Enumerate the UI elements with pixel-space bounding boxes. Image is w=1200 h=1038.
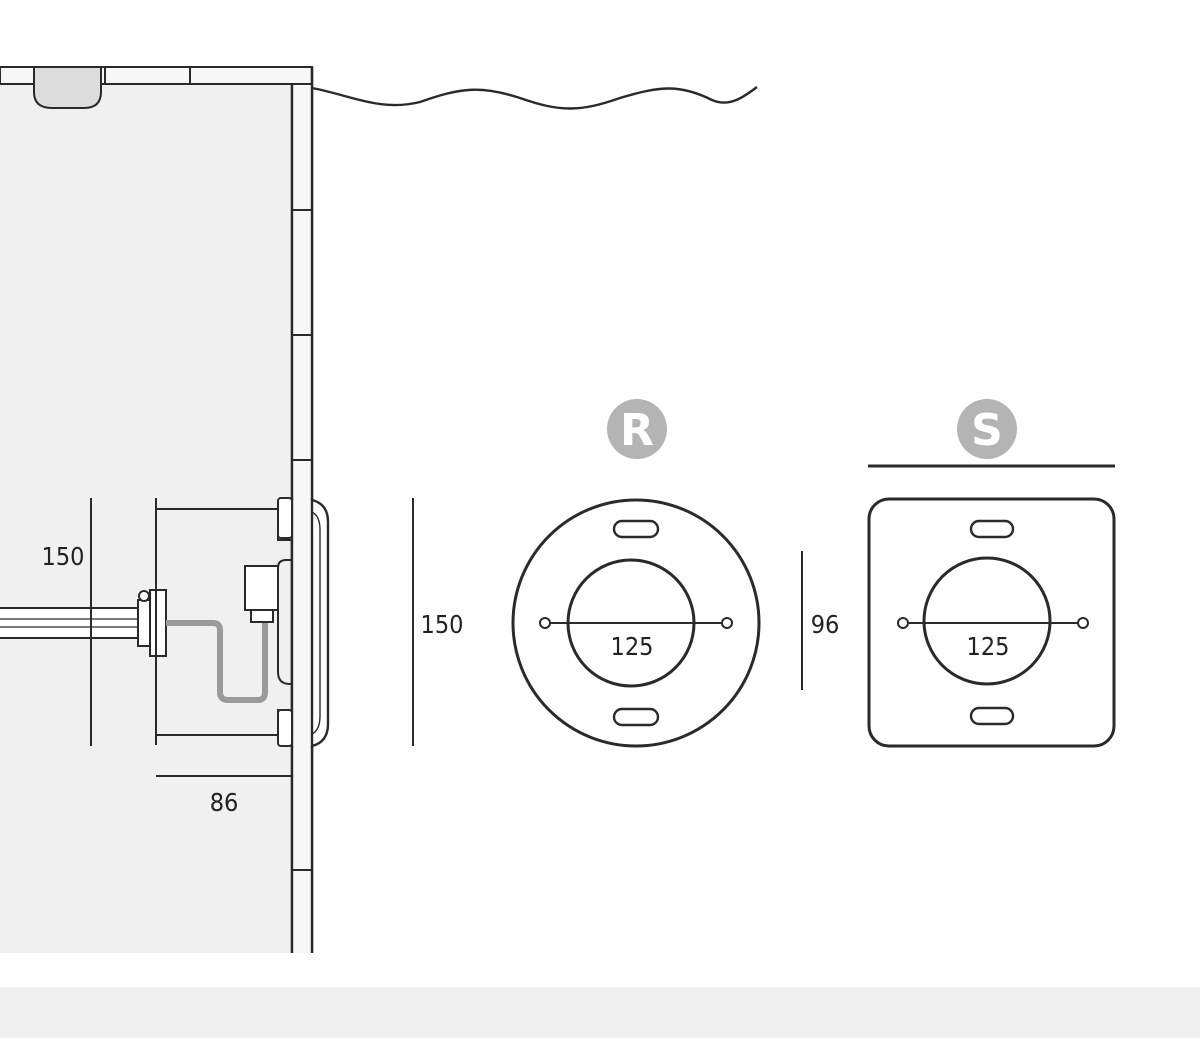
bottom-band — [0, 987, 1200, 1038]
connector-box — [244, 565, 279, 611]
lamp-cover-inner — [311, 511, 321, 735]
square-variant: S 125 — [867, 399, 1116, 748]
square-right-screw — [1077, 617, 1089, 629]
dim-label-height-left: 150 — [42, 542, 85, 571]
water-surface-wave — [311, 86, 758, 110]
cable-gland — [137, 599, 151, 647]
power-cable — [166, 620, 268, 703]
wall-fill-overlay — [293, 500, 311, 746]
badge-round — [607, 399, 667, 459]
dim-label-height-right: 150 — [421, 610, 464, 639]
round-diameter-label: 125 — [611, 632, 654, 661]
square-inner-lens — [922, 556, 1052, 686]
round-variant: R 125 — [511, 399, 761, 748]
gland-nut — [138, 590, 150, 602]
badge-square-label: S — [971, 405, 1003, 456]
light-side-section — [0, 497, 330, 748]
lower-flange — [277, 709, 293, 747]
round-top-slot — [612, 519, 660, 539]
badge-round-label: R — [620, 405, 654, 456]
dim-label-square-height: 96 — [811, 610, 840, 639]
round-outer-ring — [511, 498, 761, 748]
round-left-screw — [539, 617, 551, 629]
dim-label-depth: 86 — [210, 788, 239, 817]
round-bottom-slot — [612, 707, 660, 727]
square-left-screw — [897, 617, 909, 629]
connector-neck — [250, 609, 274, 623]
square-diameter-label: 125 — [967, 632, 1010, 661]
pool-interior — [0, 85, 292, 953]
side-view-dimensions: 150 86 150 — [42, 498, 464, 817]
conduit-fill — [0, 608, 150, 638]
round-right-screw — [721, 617, 733, 629]
niche-back-plate — [149, 589, 167, 657]
badge-square — [957, 399, 1017, 459]
skimmer-opening — [33, 66, 102, 109]
square-top-slot — [969, 519, 1015, 539]
square-bottom-slot — [969, 706, 1015, 726]
square-plate — [867, 497, 1116, 748]
upper-flange — [277, 497, 293, 539]
